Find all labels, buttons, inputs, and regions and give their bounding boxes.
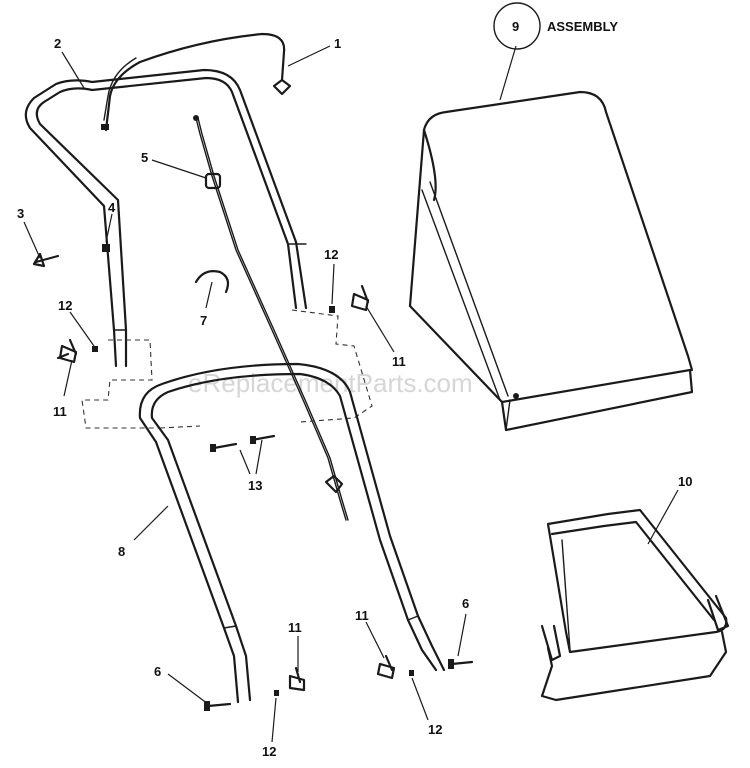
callout-4: 4: [108, 200, 116, 215]
callout-1: 1: [334, 36, 341, 51]
assembly-label: ASSEMBLY: [547, 19, 618, 34]
wing-nuts: [56, 284, 396, 692]
control-bail: [101, 32, 292, 132]
leader-lines: [23, 45, 679, 743]
callout-3: 3: [17, 206, 24, 221]
bolt-part-3: [32, 252, 60, 268]
callout-9-circle: [493, 2, 541, 50]
bolts-part-6: [204, 659, 474, 711]
callout-9: 9: [512, 19, 519, 34]
callout-7: 7: [200, 313, 207, 328]
callout-5: 5: [141, 150, 148, 165]
callout-12-c: 12: [262, 744, 276, 759]
upper-handle: [24, 68, 308, 368]
callout-11-c: 11: [288, 620, 302, 635]
alignment-guides: [81, 309, 373, 429]
callout-12-d: 12: [428, 722, 442, 737]
clip-part-7: [194, 270, 230, 294]
callout-2: 2: [54, 36, 61, 51]
callout-11-a: 11: [53, 404, 67, 419]
callout-8: 8: [118, 544, 125, 559]
grass-bag: [408, 90, 694, 432]
callout-12-b: 12: [324, 247, 338, 262]
callout-6-a: 6: [154, 664, 161, 679]
bolts-part-13: [210, 434, 276, 452]
callout-11-b: 11: [392, 354, 406, 369]
callout-10: 10: [678, 474, 692, 489]
washers: [92, 306, 414, 696]
bag-frame: [540, 508, 730, 702]
callout-12-a: 12: [58, 298, 72, 313]
nut-part-4: [102, 244, 110, 252]
callout-6-b: 6: [462, 596, 469, 611]
cable: [193, 115, 349, 521]
callout-labels: 1 2 3 4 5 7 12 11 12 11 13 8 6 11 12 11 …: [17, 2, 692, 759]
lower-handle: [138, 362, 446, 704]
callout-11-d: 11: [355, 608, 369, 623]
callout-13: 13: [248, 478, 262, 493]
